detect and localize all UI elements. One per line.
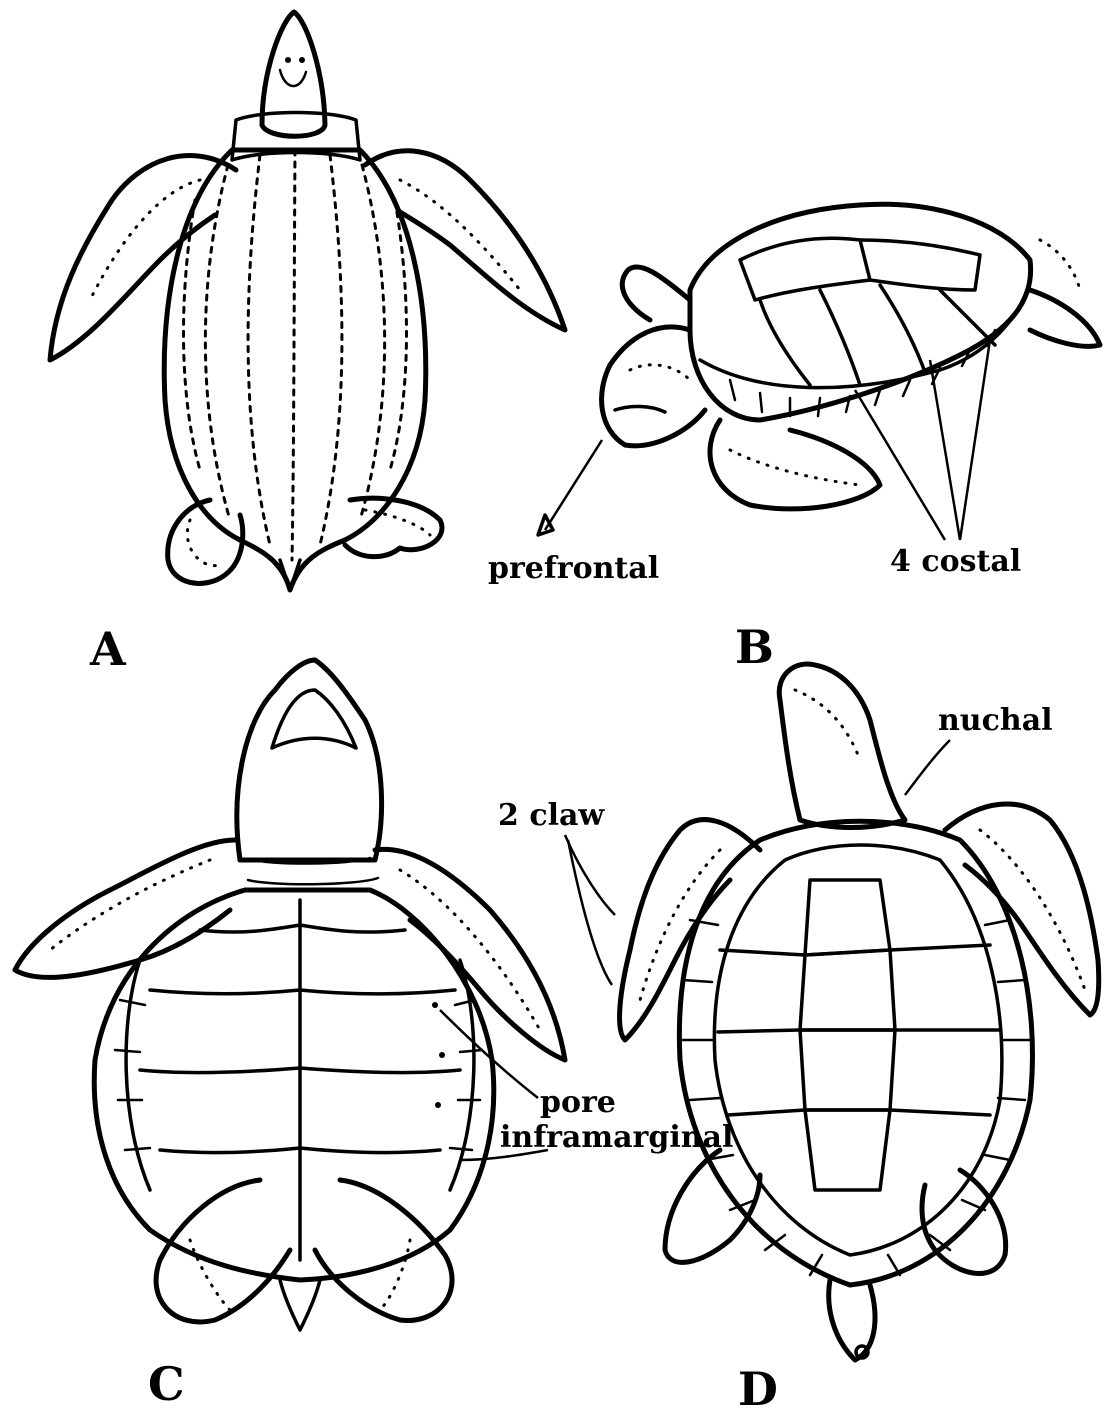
annotation-nuchal: nuchal <box>938 703 1053 738</box>
nuchal-leader-line <box>905 740 950 795</box>
panel-label-b: B <box>735 620 774 674</box>
annotation-prefrontal: prefrontal <box>488 551 659 586</box>
panel-c-turtle-illustration <box>15 660 565 1330</box>
panel-label-c: C <box>148 1357 185 1411</box>
annotation-2-claw: 2 claw <box>498 798 605 833</box>
panel-b-turtle-illustration <box>602 204 1100 509</box>
panel-label-d: D <box>738 1362 778 1416</box>
panel-d-turtle-illustration <box>620 664 1099 1360</box>
annotation-pore: pore <box>540 1085 616 1120</box>
panel-a-leatherback-illustration <box>50 12 565 590</box>
annotation-4-costal: 4 costal <box>890 544 1021 579</box>
prefrontal-leader-line <box>545 440 602 530</box>
claw-leader-line-2 <box>568 840 612 985</box>
claw-leader-line-1 <box>565 835 615 915</box>
panel-label-a: A <box>89 622 127 676</box>
